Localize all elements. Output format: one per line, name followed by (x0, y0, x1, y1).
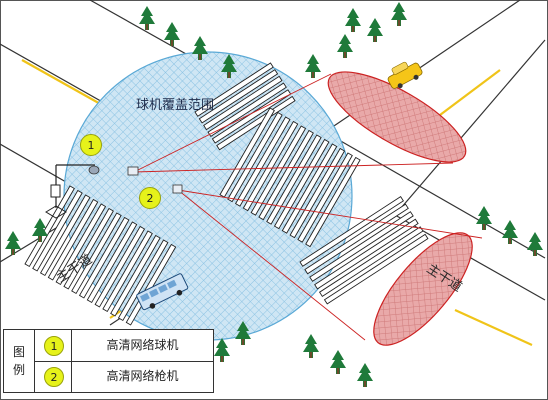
camera-cones (133, 71, 483, 346)
bullet-camera-right-icon (172, 184, 183, 194)
taxi-car-icon (387, 61, 423, 89)
legend-icon-cell: 1 (34, 330, 72, 361)
dome-target-area (327, 71, 467, 163)
legend-title-line1: 图 (12, 345, 25, 359)
legend-text-bullet: 高清网络枪机 (106, 369, 179, 383)
legend-marker-1: 1 (44, 336, 64, 356)
legend-marker-2: 2 (44, 367, 64, 387)
dome-camera-marker: 1 (80, 134, 102, 156)
bullet-camera-left-icon (127, 166, 139, 176)
legend-title: 图 例 (4, 330, 35, 392)
legend-title-line2: 例 (12, 363, 25, 377)
dome-camera-icon (88, 165, 100, 175)
legend-row-dome: 1 高清网络球机 (34, 330, 213, 362)
legend-icon-cell: 2 (34, 361, 72, 392)
legend-row-bullet: 2 高清网络枪机 (34, 361, 213, 392)
legend-text-dome: 高清网络球机 (106, 338, 179, 352)
bullet-camera-marker: 2 (139, 187, 161, 209)
camera-pole (45, 164, 183, 219)
bus-icon (136, 273, 189, 311)
crosswalks (24, 62, 429, 326)
legend-box: 图 例 1 高清网络球机 2 高清网络枪机 (3, 329, 214, 393)
coverage-label: 球机覆盖范围 (136, 98, 215, 113)
